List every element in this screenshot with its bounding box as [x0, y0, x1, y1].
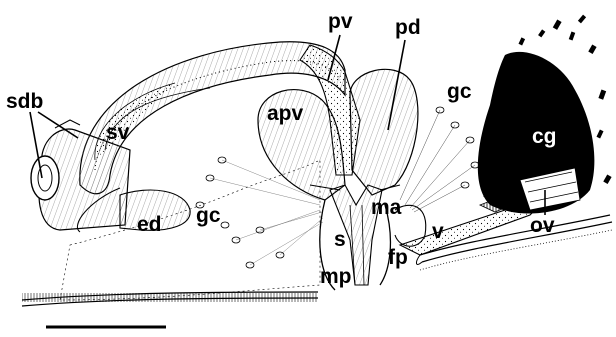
- label-s: s: [334, 228, 346, 251]
- label-sv: sv: [106, 121, 130, 144]
- label-ov: ov: [530, 214, 555, 237]
- label-gc-left: gc: [196, 204, 221, 227]
- label-pd: pd: [395, 16, 421, 39]
- label-ma: ma: [371, 196, 402, 219]
- label-cg: cg: [532, 125, 557, 148]
- label-apv: apv: [267, 102, 304, 125]
- label-v: v: [432, 220, 444, 243]
- prostatic-diverticulum: [350, 69, 418, 195]
- label-gc-right: gc: [447, 80, 472, 103]
- label-pv: pv: [328, 10, 353, 33]
- label-sdb: sdb: [6, 90, 43, 113]
- label-ed: ed: [137, 213, 162, 236]
- label-mp: mp: [320, 265, 352, 288]
- label-fp: fp: [388, 246, 408, 269]
- cement-glands: [478, 15, 612, 214]
